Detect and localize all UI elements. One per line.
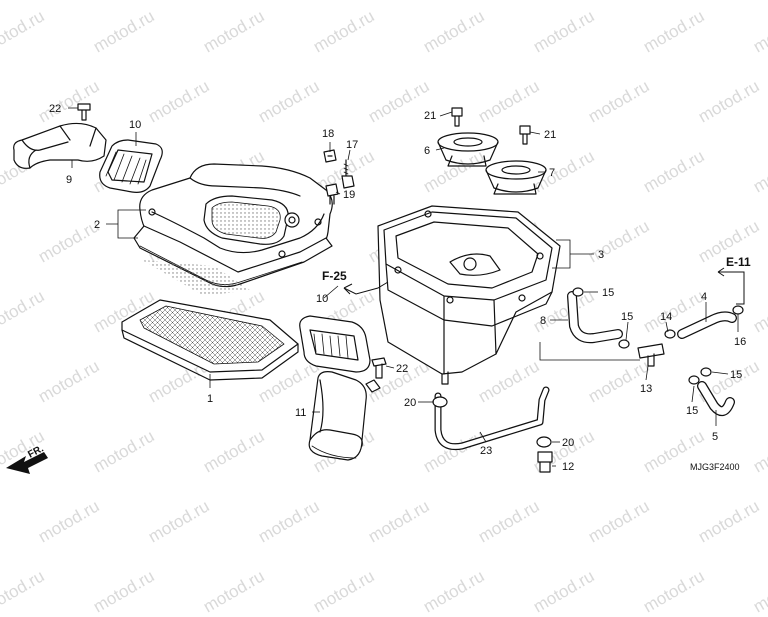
callout-14: 14 — [660, 311, 672, 323]
callout-15-a: 15 — [602, 287, 614, 299]
clip-part-15-b — [618, 339, 630, 349]
clip-part-14 — [664, 329, 676, 339]
callout-12: 12 — [562, 461, 574, 473]
callout-2: 2 — [94, 219, 100, 231]
drain-tube-part-23 — [434, 386, 550, 451]
bolt-part-21-right — [519, 125, 531, 145]
callout-13: 13 — [640, 383, 652, 395]
leader-lines — [68, 107, 739, 467]
callout-10-middle: 10 — [316, 293, 328, 305]
callout-19: 19 — [343, 189, 355, 201]
callout-18: 18 — [322, 128, 334, 140]
callout-15-d: 15 — [686, 405, 698, 417]
bolt-part-19 — [325, 183, 339, 205]
callout-16: 16 — [734, 336, 746, 348]
bolt-part-18 — [323, 149, 337, 163]
ref-arrow-e11 — [717, 267, 745, 305]
clip-part-15-c — [700, 367, 712, 377]
air-cleaner-case-part-3 — [377, 205, 561, 385]
callout-22-middle: 22 — [396, 363, 408, 375]
hose-part-5 — [697, 381, 735, 417]
callout-15-c: 15 — [730, 369, 742, 381]
callout-21-right: 21 — [544, 129, 556, 141]
hose-part-4 — [677, 311, 737, 339]
callout-7: 7 — [549, 167, 555, 179]
callout-8: 8 — [540, 315, 546, 327]
intake-duct-part-9 — [13, 122, 107, 169]
callout-numbers: 22 9 10 2 1 18 17 19 21 6 21 7 3 15 8 15… — [49, 103, 746, 473]
callout-11: 11 — [295, 407, 306, 419]
ref-label-f25: F-25 — [322, 269, 347, 283]
clip-part-15-d — [688, 375, 700, 385]
duct-seal-part-10-middle — [299, 315, 371, 373]
clip-part-16 — [732, 305, 744, 315]
clamp-part-20-lower — [536, 436, 552, 448]
ref-arrow-f25 — [343, 281, 389, 295]
hose-part-8 — [567, 291, 623, 344]
callout-17: 17 — [346, 139, 358, 151]
callout-1: 1 — [207, 393, 213, 405]
bolt-part-22-top — [77, 103, 91, 121]
drain-plug-part-12 — [537, 451, 553, 473]
ref-label-e11: E-11 — [726, 255, 751, 269]
callout-5: 5 — [712, 431, 718, 443]
callout-15-b: 15 — [621, 311, 633, 323]
bolt-part-21-left — [451, 107, 463, 127]
funnel-part-7 — [485, 160, 547, 195]
joint-part-13 — [637, 343, 665, 367]
lower-duct-part-11 — [308, 371, 367, 461]
callout-22-top: 22 — [49, 103, 61, 115]
callout-20-lower: 20 — [562, 437, 574, 449]
clamp-part-20-upper — [432, 396, 448, 408]
parts-diagram: 22 9 10 2 1 18 17 19 21 6 21 7 3 15 8 15… — [6, 103, 751, 474]
air-filter-element-outline — [142, 260, 250, 296]
callout-3: 3 — [598, 249, 604, 261]
screw-part-17 — [341, 159, 355, 189]
diagram-code: MJG3F2400 — [690, 462, 740, 472]
callout-20-upper: 20 — [404, 397, 416, 409]
funnel-part-6 — [437, 132, 499, 167]
air-filter-element-part-1 — [121, 299, 299, 381]
callout-23: 23 — [480, 445, 492, 457]
callout-21-left: 21 — [424, 110, 436, 122]
clip-part-15-a — [572, 287, 584, 297]
bolt-part-22-middle — [365, 357, 387, 393]
duct-seal-part-10-top — [99, 139, 163, 193]
callout-10-top: 10 — [129, 119, 141, 131]
fr-direction-arrow — [6, 452, 48, 474]
callout-9: 9 — [66, 174, 72, 186]
callout-4: 4 — [701, 291, 707, 303]
callout-6: 6 — [424, 145, 430, 157]
